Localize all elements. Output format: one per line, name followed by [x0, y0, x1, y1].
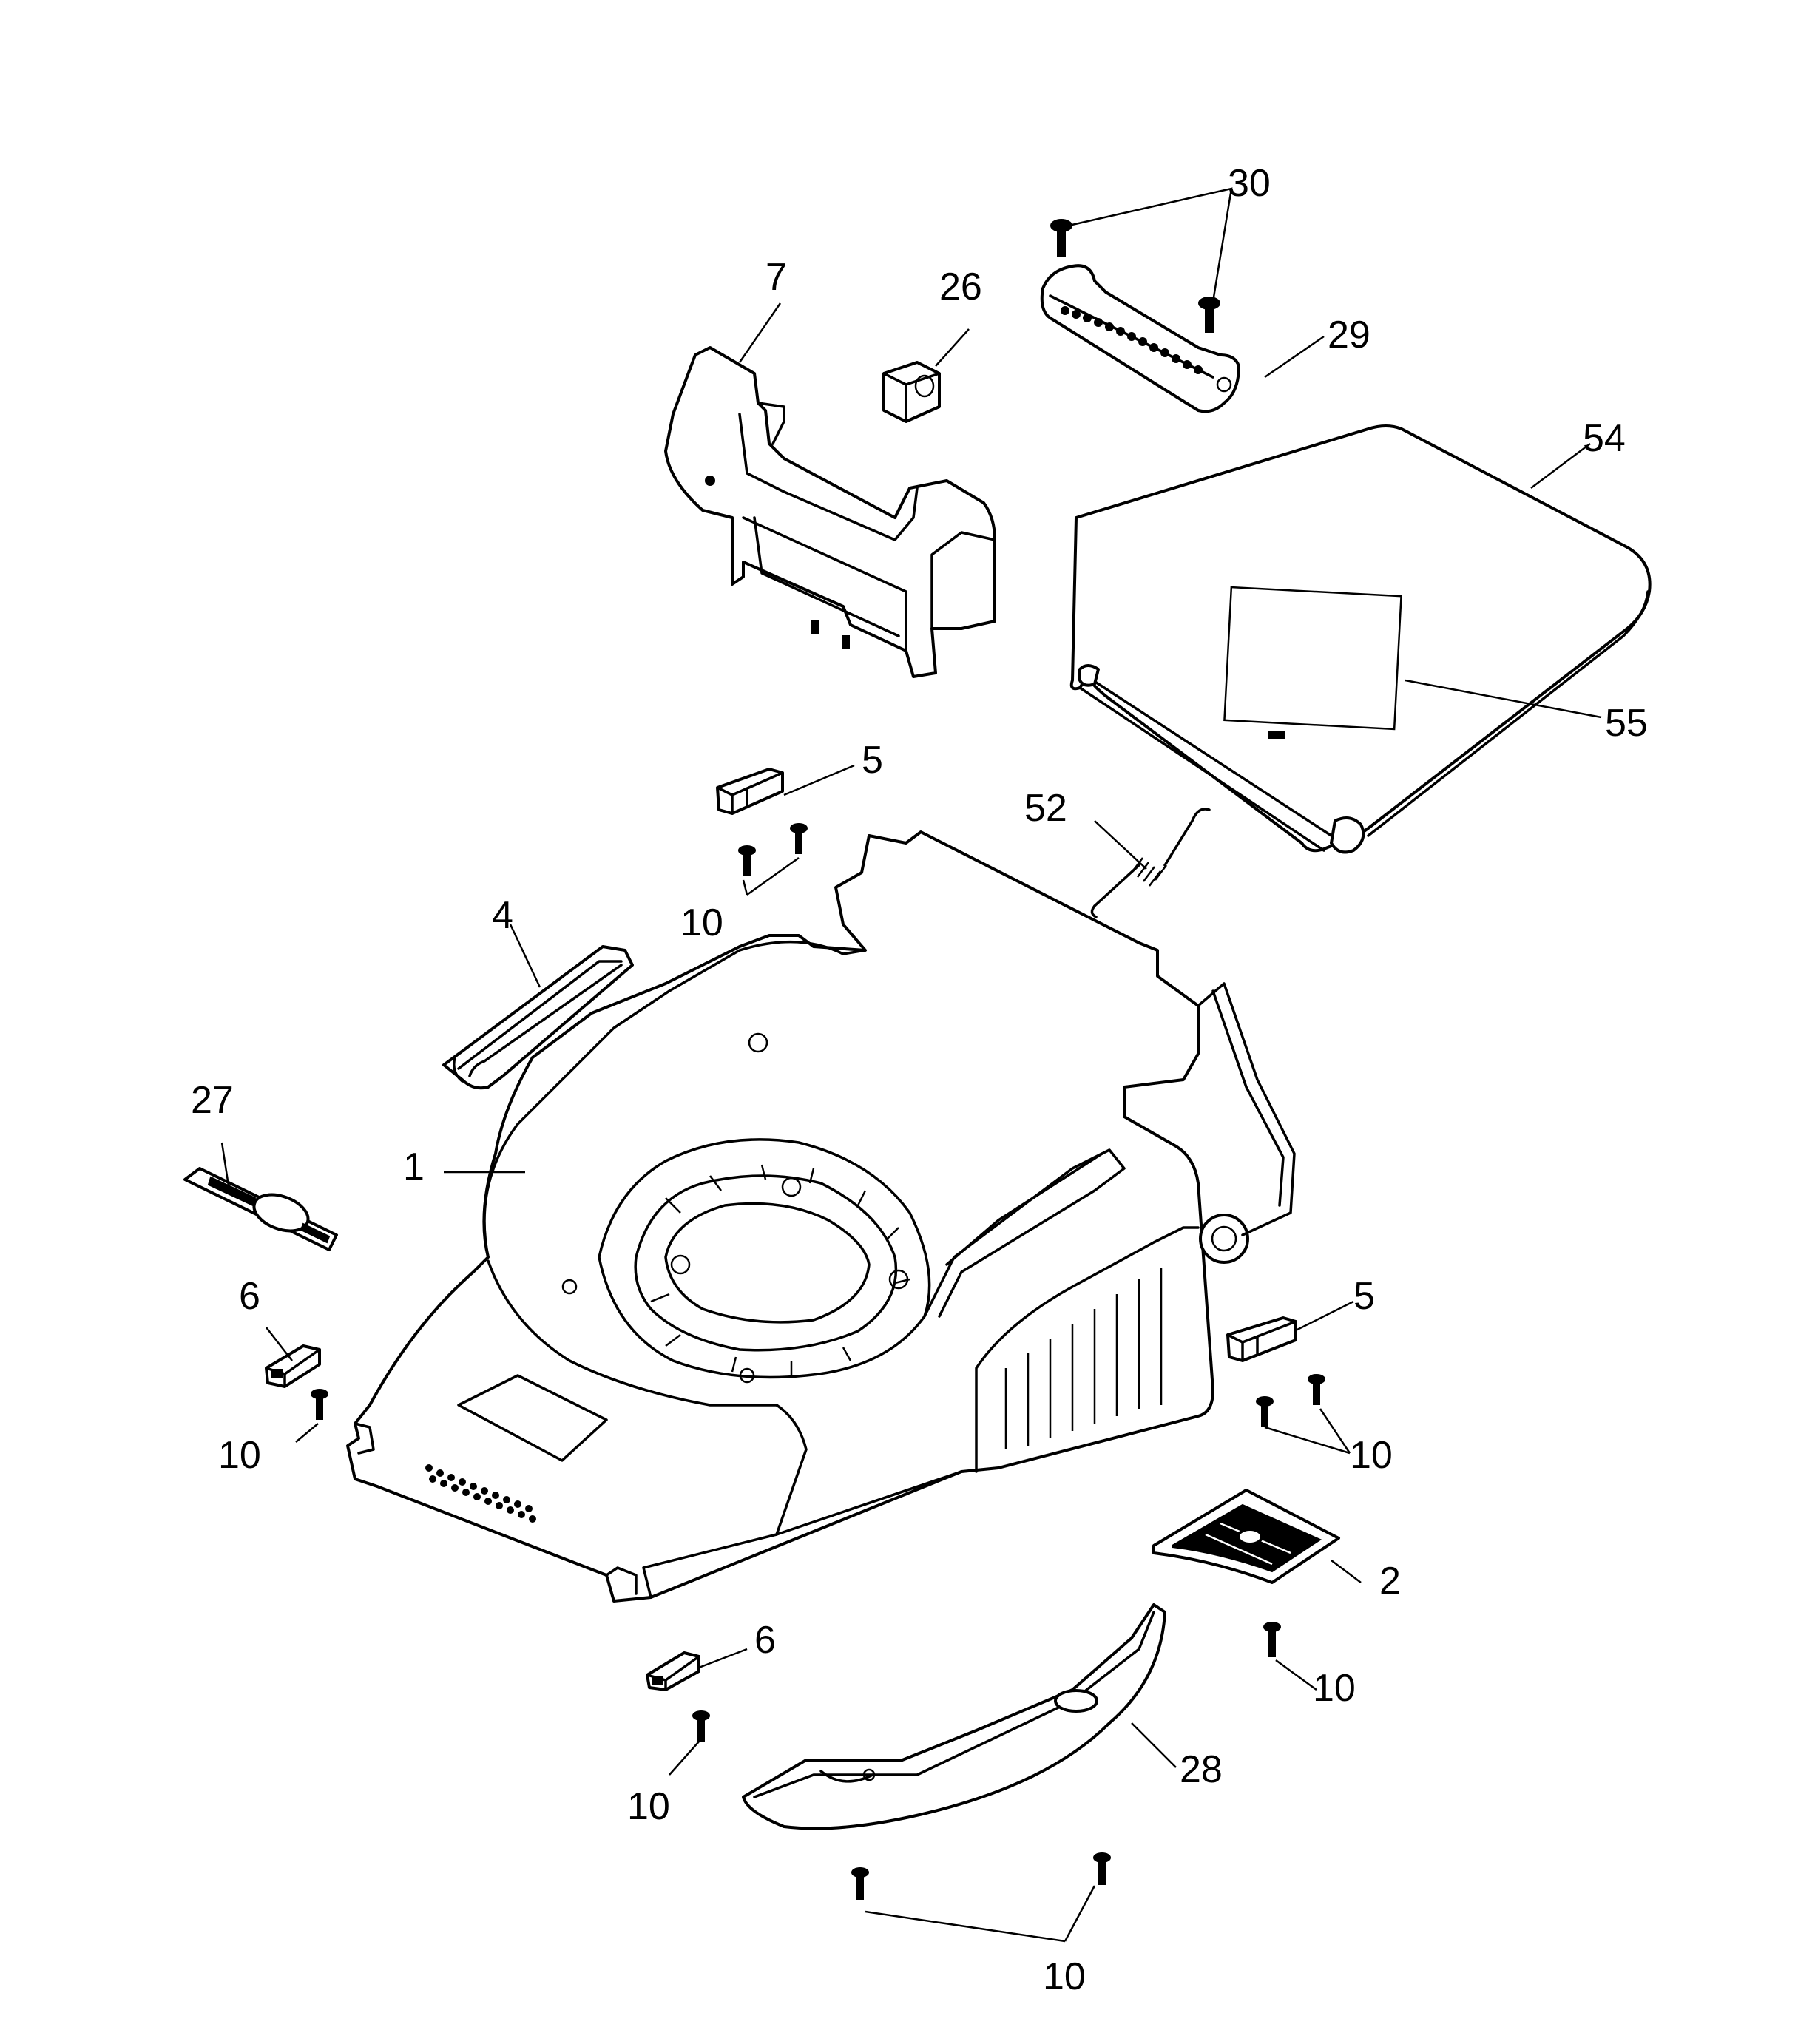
part-10-screws [311, 823, 1325, 1900]
part-29-handle-grip [1040, 264, 1240, 413]
callout-10-bottom: 10 [1043, 1955, 1086, 1998]
callout-10-mid-right: 10 [1313, 1667, 1356, 1710]
callout-28: 28 [1180, 1748, 1223, 1791]
callout-27: 27 [191, 1079, 234, 1122]
part-26-insert [882, 361, 941, 423]
part-4-cover-strip [442, 945, 634, 1090]
callout-10-mid-left: 10 [627, 1785, 670, 1828]
leader-lines [220, 187, 1602, 1943]
part-1-deck-housing [346, 830, 1296, 1603]
callout-29: 29 [1328, 314, 1370, 356]
part-6-clip-upper [265, 1344, 321, 1388]
callout-55: 55 [1605, 702, 1648, 745]
callout-5-upper: 5 [862, 739, 883, 782]
grip-ribs [1061, 306, 1203, 374]
callout-10-left: 10 [218, 1434, 261, 1477]
part-28-front-bumper [742, 1603, 1166, 1830]
callout-10-upper: 10 [680, 901, 723, 944]
callout-labels: 30 7 26 29 54 55 5 52 10 4 27 1 6 5 10 1… [191, 162, 1648, 1998]
callout-30: 30 [1228, 162, 1271, 205]
callout-52: 52 [1024, 787, 1067, 830]
callout-26: 26 [939, 265, 982, 308]
callout-5-lower: 5 [1353, 1275, 1375, 1318]
part-5-clip-upper [716, 768, 784, 815]
part-27-badge [183, 1167, 338, 1251]
callout-4: 4 [492, 894, 513, 937]
part-52-spring [1090, 808, 1211, 918]
callout-1: 1 [403, 1145, 425, 1188]
part-2-rear-flap [1152, 1489, 1340, 1584]
callout-2: 2 [1379, 1560, 1401, 1603]
deck-front-vents [425, 1464, 536, 1523]
callout-54: 54 [1583, 417, 1626, 460]
part-30-screws [1050, 219, 1220, 333]
part-54-lid [1069, 424, 1652, 854]
callout-6-lower: 6 [754, 1619, 776, 1662]
callout-7: 7 [765, 256, 787, 299]
part-5-clip-lower [1226, 1316, 1297, 1362]
callout-6-upper: 6 [239, 1275, 260, 1318]
callout-10-right: 10 [1350, 1434, 1393, 1477]
part-6-clip-lower [646, 1651, 700, 1691]
part-7-handle-bracket [664, 346, 996, 678]
